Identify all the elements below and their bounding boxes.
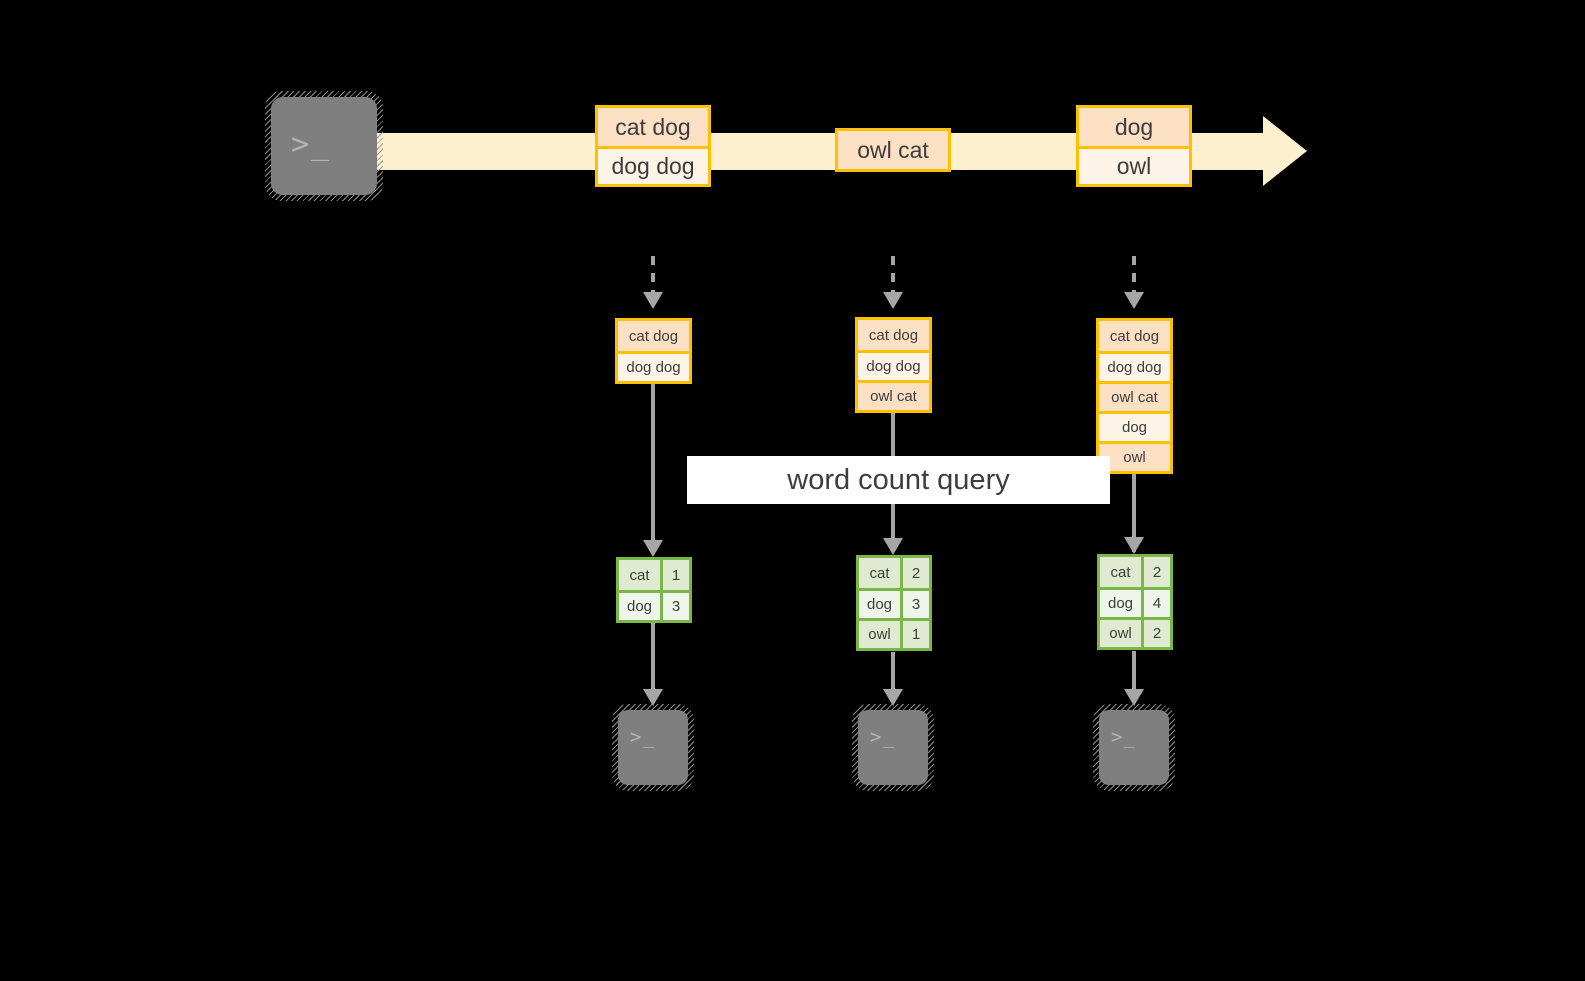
stream-arrow-head: [1263, 116, 1307, 186]
snapshot-trigger-line-3: [1132, 256, 1136, 292]
table-cell-count: 1: [663, 560, 689, 590]
table-cell-count: 1: [903, 621, 929, 648]
query-arrowhead-3: [1124, 537, 1144, 554]
table-row: cat 1: [619, 560, 689, 590]
snapshot-row: dog dog: [618, 351, 689, 381]
stream-record-row: owl: [1079, 146, 1189, 184]
sink-line-3: [1132, 651, 1136, 691]
table-row: owl 2: [1100, 617, 1170, 647]
snapshot-row: cat dog: [1099, 321, 1170, 351]
terminal-prompt-glyph: >_: [291, 127, 331, 162]
table-cell-word: owl: [1100, 620, 1144, 647]
table-cell-word: dog: [859, 591, 903, 618]
table-cell-count: 2: [1144, 557, 1170, 587]
stream-record-3[interactable]: dog owl: [1076, 105, 1192, 187]
table-cell-count: 4: [1144, 590, 1170, 617]
query-arrowhead-1: [643, 540, 663, 557]
table-cell-word: cat: [859, 558, 903, 588]
snapshot-row: dog dog: [1099, 351, 1170, 381]
sink-arrowhead-3: [1124, 689, 1144, 706]
result-table-2[interactable]: cat 2 dog 3 owl 1: [856, 555, 932, 651]
query-line-3: [1132, 474, 1136, 552]
snapshot-trigger-line-1: [651, 256, 655, 292]
stream-record-2[interactable]: owl cat: [835, 128, 951, 172]
snapshot-trigger-arrowhead-3: [1124, 292, 1144, 309]
table-cell-word: dog: [619, 593, 663, 620]
sink-terminal-1[interactable]: >_: [612, 704, 694, 791]
stream-record-row: dog: [1079, 108, 1189, 146]
table-cell-count: 2: [1144, 620, 1170, 647]
result-table-1[interactable]: cat 1 dog 3: [616, 557, 692, 623]
snapshot-3[interactable]: cat dog dog dog owl cat dog owl: [1096, 318, 1173, 474]
snapshot-row: owl cat: [858, 380, 929, 410]
snapshot-row: cat dog: [618, 321, 689, 351]
sink-terminal-3[interactable]: >_: [1093, 704, 1175, 791]
query-label-banner: word count query: [687, 456, 1110, 504]
table-row: dog 3: [859, 588, 929, 618]
terminal-body: [1099, 710, 1169, 785]
table-cell-word: cat: [1100, 557, 1144, 587]
table-cell-count: 3: [663, 593, 689, 620]
terminal-body: [858, 710, 928, 785]
snapshot-row: dog dog: [858, 350, 929, 380]
table-row: owl 1: [859, 618, 929, 648]
stream-record-row: dog dog: [598, 146, 708, 184]
snapshot-trigger-arrowhead-2: [883, 292, 903, 309]
snapshot-2[interactable]: cat dog dog dog owl cat: [855, 317, 932, 413]
table-cell-word: owl: [859, 621, 903, 648]
query-label-text: word count query: [787, 463, 1010, 496]
stream-record-1[interactable]: cat dog dog dog: [595, 105, 711, 187]
sink-arrowhead-2: [883, 689, 903, 706]
terminal-prompt-glyph: >_: [870, 726, 896, 748]
terminal-body: [618, 710, 688, 785]
stream-record-row: owl cat: [838, 131, 948, 169]
table-cell-count: 2: [903, 558, 929, 588]
result-table-3[interactable]: cat 2 dog 4 owl 2: [1097, 554, 1173, 650]
table-cell-count: 3: [903, 591, 929, 618]
source-terminal-icon[interactable]: >_: [265, 91, 383, 201]
sink-arrowhead-1: [643, 689, 663, 706]
stream-record-row: cat dog: [598, 108, 708, 146]
snapshot-row: cat dog: [858, 320, 929, 350]
table-row: cat 2: [859, 558, 929, 588]
table-row: cat 2: [1100, 557, 1170, 587]
query-line-1: [651, 384, 655, 554]
terminal-prompt-glyph: >_: [630, 726, 656, 748]
snapshot-trigger-line-2: [891, 256, 895, 292]
table-row: dog 3: [619, 590, 689, 620]
snapshot-row: owl: [1099, 441, 1170, 471]
table-cell-word: cat: [619, 560, 663, 590]
snapshot-1[interactable]: cat dog dog dog: [615, 318, 692, 384]
snapshot-row: owl cat: [1099, 381, 1170, 411]
snapshot-row: dog: [1099, 411, 1170, 441]
table-cell-word: dog: [1100, 590, 1144, 617]
sink-terminal-2[interactable]: >_: [852, 704, 934, 791]
query-arrowhead-2: [883, 538, 903, 555]
terminal-body: [271, 97, 377, 195]
sink-line-2: [891, 652, 895, 691]
table-row: dog 4: [1100, 587, 1170, 617]
terminal-prompt-glyph: >_: [1111, 726, 1137, 748]
snapshot-trigger-arrowhead-1: [643, 292, 663, 309]
sink-line-1: [651, 623, 655, 691]
